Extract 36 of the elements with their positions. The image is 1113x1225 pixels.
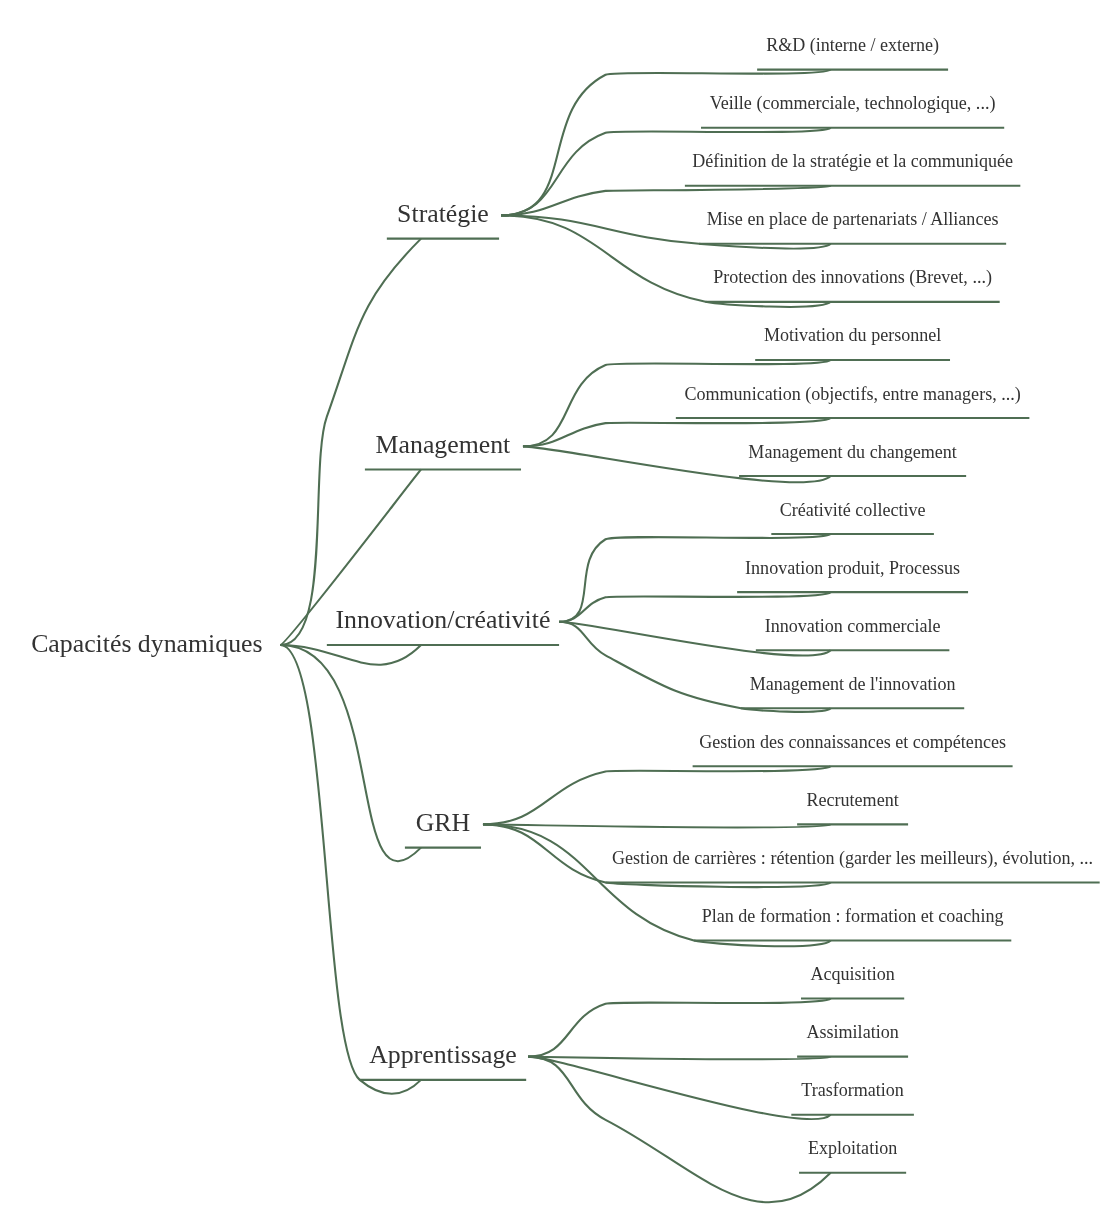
node-text: Recrutement [806,789,899,810]
node-text: Innovation produit, Processus [745,557,961,578]
node-text: Veille (commerciale, technologique, ...) [709,92,996,113]
node-text: Gestion des connaissances et compétences [699,731,1006,752]
connector [528,1055,832,1203]
node-text: Motivation du personnel [763,324,942,345]
connector [528,997,831,1058]
node-text: Stratégie [397,198,489,228]
node-text: Capacités dynamiques [31,628,263,657]
node-text: Acquisition [810,963,895,984]
node-text: Trasformation [801,1079,904,1100]
node-text: Apprentissage [369,1039,517,1069]
node-text: Management de l'innovation [749,673,956,694]
connector [482,822,832,947]
connector [500,213,832,308]
node-text: Protection des innovations (Brevet, ...) [713,266,992,287]
node-text: Innovation commerciale [764,615,941,636]
node-text: Gestion de carrières : rétention (garder les meilleurs), évolution, ... [612,847,1094,868]
node-text: Communication (objectifs, entre managers, ...) [684,383,1021,404]
connector [279,643,422,1095]
node-text: Management [375,429,511,459]
connector [280,643,422,861]
connector [559,620,832,713]
node-text: GRH [415,807,471,837]
node-text: Innovation/créativité [335,604,551,634]
connector [522,444,832,483]
node-text: Assimilation [806,1021,899,1042]
node-text: Plan de formation : formation et coaching [701,905,1004,926]
connector [280,237,422,646]
node-text: Mise en place de partenariats / Alliances [706,208,999,229]
connector [279,468,422,646]
node-text: Management du changement [748,441,957,462]
node-text: R&D (interne / externe) [766,34,940,55]
node-text: Définition de la stratégie et la communiquée [692,150,1013,171]
node-text: Exploitation [807,1137,898,1158]
node-text: Créativité collective [779,499,926,520]
